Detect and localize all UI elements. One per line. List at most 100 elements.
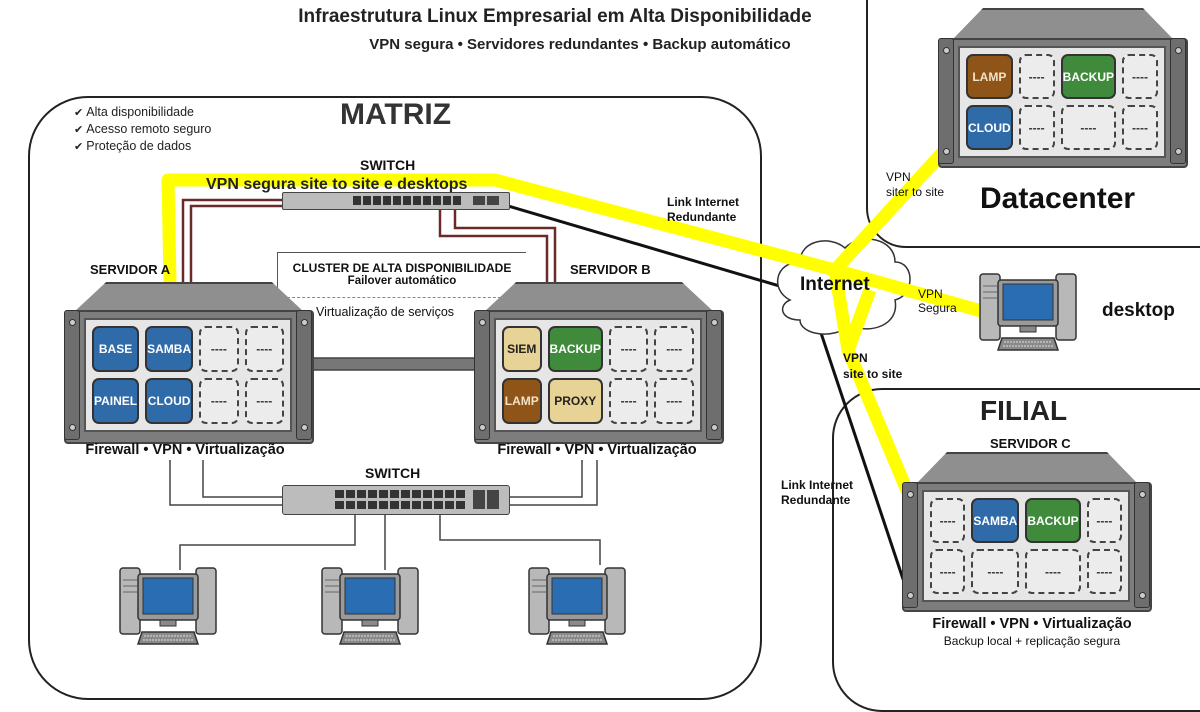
service-panel: ---- SAMBA BACKUP ---- ---- ---- ---- --… [922, 490, 1130, 602]
rack-ear [1170, 38, 1186, 164]
label-line: Redundante [667, 210, 737, 224]
server-chassis-top [74, 282, 304, 312]
service-tile: LAMP [502, 378, 542, 424]
datacenter-region [866, 0, 1200, 248]
service-panel: BASE SAMBA ---- ---- PAINEL CLOUD ---- -… [84, 318, 292, 432]
lan-desktop-1 [118, 566, 218, 648]
service-tile: ---- [654, 326, 694, 372]
label-line: site to site [843, 367, 903, 381]
server-chassis-top [916, 452, 1138, 484]
service-tile: ---- [971, 549, 1020, 594]
diagram-title: Infraestrutura Linux Empresarial em Alta… [298, 6, 812, 27]
switch-to-server-cables [181, 198, 557, 290]
service-tile: ---- [1086, 549, 1122, 594]
service-tile: SAMBA [971, 498, 1020, 543]
lan-desktop-2 [320, 566, 420, 648]
switch-ports [353, 196, 463, 205]
label-line: VPN [918, 287, 943, 301]
bottom-switch-label: SWITCH [365, 465, 421, 481]
link-filial-label: Link Internet Redundante [781, 478, 853, 508]
connections-layer [161, 145, 987, 601]
service-tile: ---- [1018, 105, 1055, 150]
service-tile: BACKUP [547, 326, 603, 372]
switch-sfp-ports [473, 490, 501, 509]
server-c-label: SERVIDOR C [990, 436, 1071, 451]
datacenter-label: Datacenter [980, 182, 1136, 215]
service-tile: PAINEL [92, 378, 140, 424]
service-tile: ---- [930, 549, 966, 594]
desktop-computer-icon [979, 273, 1077, 351]
server-a-label: SERVIDOR A [90, 262, 171, 277]
diagram-subtitle: VPN segura • Servidores redundantes • Ba… [369, 36, 791, 53]
service-tile: BACKUP [1060, 54, 1116, 99]
rack-ear [938, 38, 954, 164]
rack-ear [296, 310, 312, 440]
vpn-desktop-label: VPN Segura [918, 287, 957, 315]
server-chassis-top [952, 8, 1174, 40]
service-tile: ---- [1122, 54, 1158, 99]
service-tile: ---- [654, 378, 694, 424]
internet-label: Internet [800, 274, 870, 295]
service-tile: ---- [1025, 549, 1081, 594]
label-line: VPN [843, 351, 868, 365]
internet-links [504, 203, 912, 601]
cluster-link [311, 357, 483, 371]
lan-desktop-3 [527, 566, 627, 648]
service-tile: ---- [1060, 105, 1116, 150]
service-tile: BASE [92, 326, 140, 372]
service-panel: SIEM BACKUP ---- ---- LAMP PROXY ---- --… [494, 318, 702, 432]
checklist-item: Acesso remoto seguro [74, 121, 211, 138]
service-tile: ---- [608, 326, 649, 372]
switch-ports [335, 490, 465, 498]
server-b-label: SERVIDOR B [570, 262, 651, 277]
service-tile: ---- [608, 378, 649, 424]
service-tile: SIEM [502, 326, 542, 372]
vpn-banner: VPN segura site to site e desktops [206, 176, 468, 193]
vpn-label-line: VPN [886, 170, 911, 184]
service-tile: PROXY [547, 378, 603, 424]
service-tile: ---- [1122, 105, 1158, 150]
lan-cables [169, 460, 601, 570]
label-line: Segura [918, 301, 957, 315]
rack-ear [474, 310, 490, 440]
rack-ear [1134, 482, 1150, 608]
service-tile: BACKUP [1025, 498, 1081, 543]
desktop-computer-icon [321, 567, 419, 645]
rack-ear [902, 482, 918, 608]
cluster-subtitle: Failover automático [347, 275, 457, 287]
service-tile: CLOUD [145, 378, 194, 424]
vpn-tunnels [161, 145, 987, 496]
remote-desktop [978, 272, 1078, 354]
label-line: Link Internet [667, 195, 740, 209]
top-switch [282, 192, 510, 210]
server-c-caption2: Backup local + replicação segura [943, 634, 1121, 648]
server-a-caption: Firewall • VPN • Virtualização [85, 442, 285, 458]
service-tile: ---- [1018, 54, 1055, 99]
cluster-title: CLUSTER DE ALTA DISPONIBILIDADE [292, 261, 512, 275]
matriz-label: MATRIZ [340, 98, 452, 131]
server-b: SIEM BACKUP ---- ---- LAMP PROXY ---- --… [474, 282, 724, 444]
vpn-filial-label: VPN site to site [843, 350, 902, 382]
server-b-caption: Firewall • VPN • Virtualização [497, 442, 697, 458]
rack-ear [706, 310, 722, 440]
server-chassis-top [484, 282, 714, 312]
service-tile: LAMP [966, 54, 1013, 99]
matriz-checklist: Alta disponibilidade Acesso remoto segur… [74, 104, 211, 155]
service-tile: SAMBA [145, 326, 194, 372]
service-tile: ---- [244, 378, 284, 424]
service-tile: ---- [930, 498, 966, 543]
service-panel: LAMP ---- BACKUP ---- CLOUD ---- ---- --… [958, 46, 1166, 158]
desktop-computer-icon [119, 567, 217, 645]
server-a: BASE SAMBA ---- ---- PAINEL CLOUD ---- -… [64, 282, 314, 444]
remote-desktop-label: desktop [1102, 300, 1175, 321]
rack-ear [64, 310, 80, 440]
switch-sfp-ports [473, 196, 501, 205]
label-line: Redundante [781, 493, 851, 507]
switch-ports [335, 501, 465, 509]
top-switch-label: SWITCH [360, 157, 416, 173]
virtualization-note: Virtualização de serviços [316, 305, 455, 319]
vpn-label-line: siter to site [886, 185, 945, 199]
bottom-switch [282, 485, 510, 515]
cluster-box: CLUSTER DE ALTA DISPONIBILIDADE Failover… [277, 252, 526, 298]
datacenter-vpn-label: VPN siter to site [886, 170, 944, 200]
